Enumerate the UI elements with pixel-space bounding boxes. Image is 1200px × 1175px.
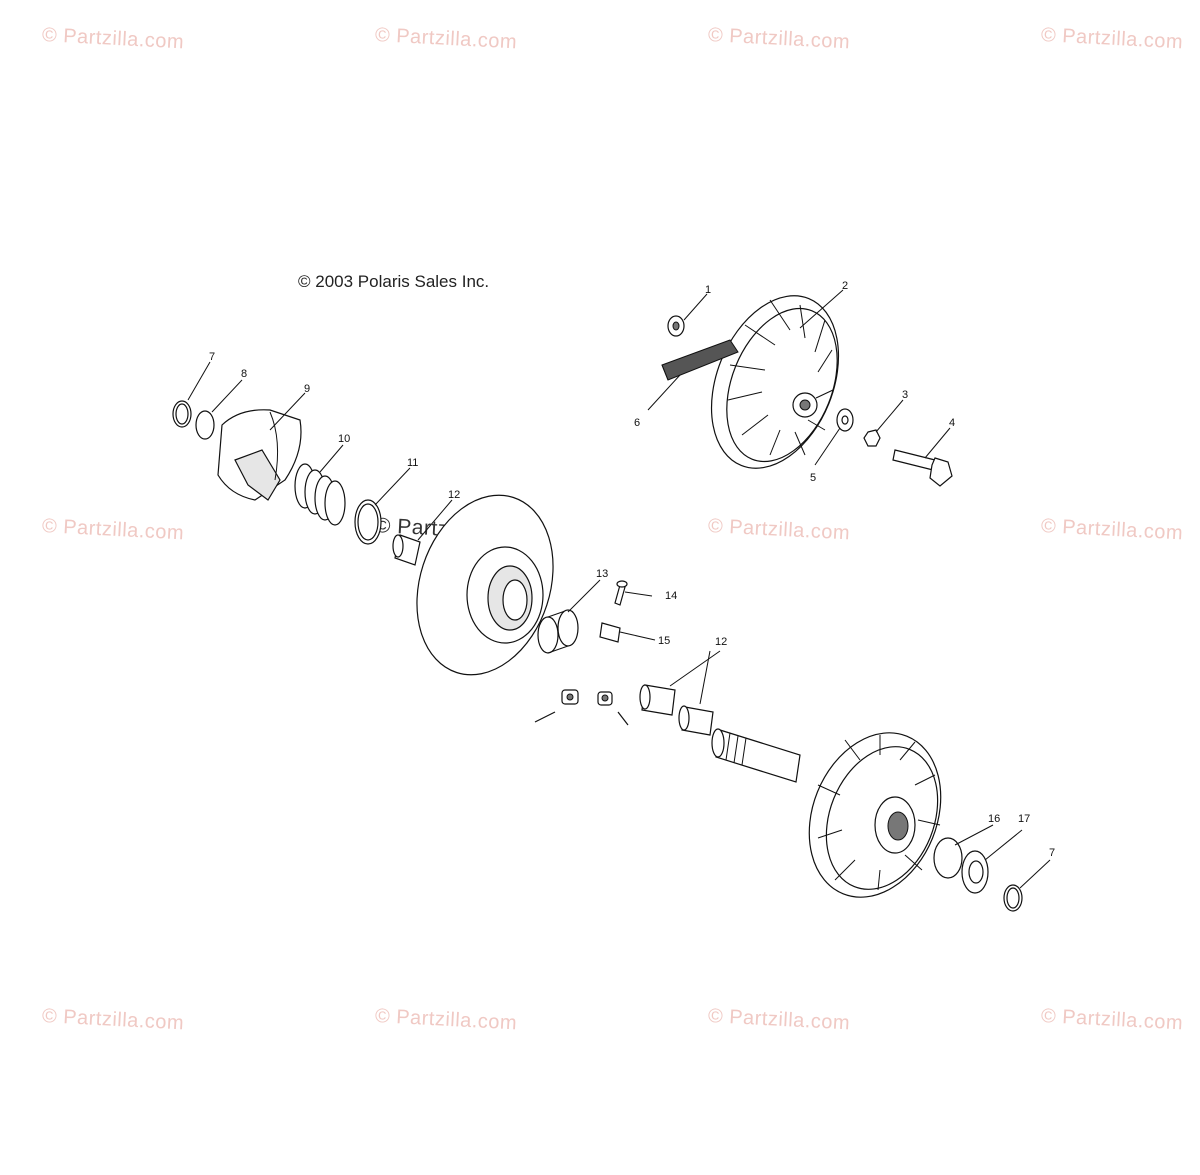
callout-10: 10	[338, 433, 350, 445]
bushings-part-12-lower	[639, 684, 714, 736]
shaft	[711, 728, 801, 783]
drive-sheave-part-2	[710, 295, 840, 469]
callout-numbers: 1 2 3 4 5 6 7 8 9 10 11 12 13 14 15 12 1…	[209, 280, 1055, 859]
snap-ring-part-7	[172, 400, 192, 428]
callout-14: 14	[665, 590, 677, 602]
callout-8: 8	[241, 368, 247, 380]
callout-4: 4	[949, 417, 955, 429]
leader-lines	[187, 289, 1051, 889]
bushing-part-12-upper	[392, 534, 421, 566]
snap-ring-part-7-lower	[1003, 884, 1023, 912]
washer-part-8	[195, 410, 215, 440]
washer-part-16	[933, 837, 963, 879]
callout-15: 15	[658, 635, 670, 647]
rollers-and-pins-lower	[534, 689, 629, 726]
fixed-sheave	[808, 732, 942, 898]
washer-part-5	[836, 408, 854, 432]
callout-5: 5	[810, 472, 816, 484]
callout-12-lower: 12	[715, 636, 727, 648]
callout-12: 12	[448, 489, 460, 501]
callout-3: 3	[902, 389, 908, 401]
pin-part-14	[614, 580, 628, 606]
moveable-sheave	[416, 494, 554, 676]
callout-1: 1	[705, 284, 711, 296]
callout-13: 13	[596, 568, 608, 580]
callout-11: 11	[407, 457, 418, 469]
callout-6: 6	[634, 417, 640, 429]
bushing-part-13	[537, 609, 579, 654]
roller-part-15	[599, 622, 621, 643]
callout-17: 17	[1018, 813, 1030, 825]
drive-belt-part-6	[661, 339, 739, 381]
callout-2: 2	[842, 280, 848, 292]
nut-part-3	[863, 429, 881, 447]
callout-7: 7	[209, 351, 215, 363]
washer-part-17	[961, 850, 989, 894]
callout-7-lower: 7	[1049, 847, 1055, 859]
washer-part-1	[667, 315, 685, 337]
cam-part-9	[217, 409, 302, 501]
washer-part-11	[354, 499, 382, 545]
bolt-part-4	[892, 449, 953, 487]
callout-16: 16	[988, 813, 1000, 825]
spring-part-10	[294, 463, 346, 526]
callout-9: 9	[304, 383, 310, 395]
copyright-notice: © 2003 Polaris Sales Inc.	[298, 272, 490, 291]
